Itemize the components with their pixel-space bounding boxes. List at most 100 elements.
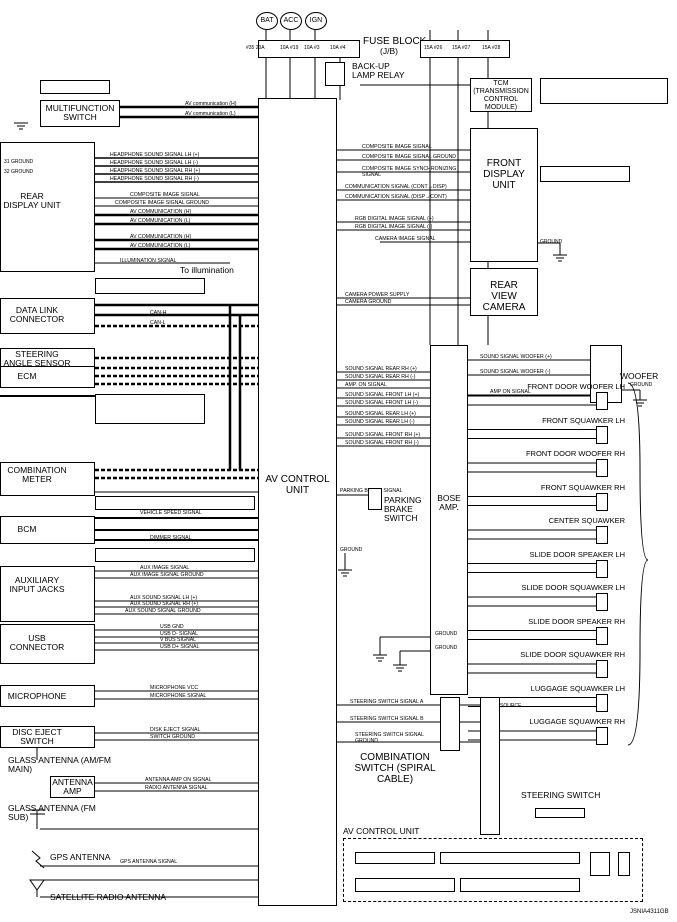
sig-front-rh-plus: SOUND SIGNAL FRONT RH (+): [345, 432, 421, 438]
microphone: [0, 685, 95, 707]
av-conn-b: [440, 852, 580, 864]
fuse-4: 10A #4: [330, 45, 346, 51]
fuse-19: 10A #19: [280, 45, 299, 51]
sig-r-composite: COMPOSITE IMAGE SIGNAL: [362, 144, 432, 150]
aux-jacks-label: AUXILIARY INPUT JACKS: [9, 575, 65, 594]
sig-steering-b: STEERING SWITCH SIGNAL B: [350, 716, 424, 722]
sig-steering-gnd: STEERING SWITCH SIGNAL GROUND: [355, 732, 424, 744]
ecm-connector: [95, 394, 205, 424]
sig-rear-rh-plus: SOUND SIGNAL REAR RH (+): [345, 366, 417, 372]
woofer-ground: GROUND: [630, 382, 653, 388]
av-control-unit-label: AV CONTROL UNIT: [265, 474, 330, 496]
sig-usb-dminus: USB D- SIGNAL: [160, 631, 199, 637]
rear-display-ground2: 32 GROUND: [4, 169, 34, 175]
sig-mic-vcc: MICROPHONE VCC: [150, 685, 199, 691]
speaker-label-10: LUGGAGE SQUAWKER RH: [529, 717, 625, 726]
satellite-radio-antenna: SATELLITE RADIO ANTENNA: [50, 892, 167, 902]
sig-amp-on: AMP. ON SIGNAL: [345, 382, 387, 388]
auxiliary-input-jacks: [0, 566, 95, 622]
front-display-unit: [470, 128, 538, 262]
speaker-label-6: SLIDE DOOR SQUAWKER LH: [521, 583, 626, 592]
data-link-connector: [0, 298, 95, 334]
acc-terminal: ACC: [280, 12, 302, 30]
sig-rear-rh-minus: SOUND SIGNAL REAR RH (-): [345, 374, 416, 380]
sig-gps-antenna: GPS ANTENNA SIGNAL: [120, 859, 178, 865]
microphone-label: MICROPHONE: [7, 691, 67, 701]
sig-av-l-2: AV COMMUNICATION (L): [130, 243, 191, 249]
glass-antenna-main: GLASS ANTENNA (AM/FM MAIN): [8, 755, 111, 774]
rear-display-connector: [95, 278, 205, 294]
fuse-block-sub: (J/B): [380, 46, 398, 56]
tcm-connector: [540, 78, 668, 104]
sig-rear-lh-plus: SOUND SIGNAL REAR LH (+): [345, 411, 416, 417]
fuse-3: 10A #3: [304, 45, 320, 51]
sig-mic-signal: MICROPHONE SIGNAL: [150, 693, 207, 699]
sig-disk-eject: DISK EJECT SIGNAL: [150, 727, 201, 733]
sig-aux-lh: AUX SOUND SIGNAL LH (+): [130, 595, 198, 601]
to-illumination: To illumination: [180, 265, 234, 275]
rear-display-unit: [0, 142, 95, 272]
av-conn-f: [618, 852, 630, 876]
speaker-label-5: SLIDE DOOR SPEAKER LH: [529, 549, 625, 559]
tcm-box: [470, 78, 532, 112]
steering-switch-label: STEERING SWITCH: [521, 790, 601, 800]
speaker-0: [596, 392, 608, 410]
sig-hp-rh-plus: HEADPHONE SOUND SIGNAL RH (+): [110, 168, 201, 174]
antenna-amp-label: ANTENNA AMP: [52, 777, 93, 796]
usb-connector: [0, 624, 95, 664]
speaker-2: [596, 459, 608, 477]
fuse-block-title: FUSE BLOCK: [363, 36, 427, 47]
front-display-label: FRONT DISPLAY UNIT: [483, 158, 525, 191]
combination-switch-label: COMBINATION SWITCH (SPIRAL CABLE): [354, 752, 436, 785]
sig-usb-gnd: USB GND: [160, 624, 184, 630]
sig-aux-image: AUX IMAGE SIGNAL: [140, 565, 190, 571]
combination-meter: [0, 462, 95, 496]
sig-aux-rh: AUX SOUND SIGNAL RH (+): [130, 601, 198, 607]
av-conn-a: [355, 852, 435, 864]
steering-switch-connector: [535, 808, 585, 818]
sig-av-l-1: AV COMMUNICATION (L): [130, 218, 191, 224]
diagram-code: JSNIA4311GB: [630, 909, 669, 915]
speaker-3: [596, 492, 608, 511]
sig-switch-gnd: SWITCH GROUND: [150, 734, 195, 740]
bose-ground-7: GROUND: [435, 631, 458, 637]
sig-comm-disp-cont: COMMUNICATION SIGNAL (DISP→CONT): [345, 194, 447, 200]
combination-switch-spiral: [440, 697, 460, 751]
sig-rgb-minus: RGB DIGITAL IMAGE SIGNAL (-): [355, 224, 433, 230]
data-link-label: DATA LINK CONNECTOR: [9, 305, 65, 324]
speaker-5: [596, 559, 608, 578]
combination-meter-connector: [95, 496, 255, 510]
antenna-amp: [50, 776, 95, 798]
speaker-label-0: FRONT DOOR WOOFER LH: [527, 382, 625, 391]
fuse-26: 15A #26: [424, 45, 443, 51]
steering-angle-label: STEERING ANGLE SENSOR: [3, 349, 71, 368]
fuse-35: #35 20A: [246, 45, 265, 51]
rear-display-ground1: 31 GROUND: [4, 159, 34, 165]
sig-r-composite-sync: COMPOSITE IMAGE SYNCHRONIZING SIGNAL: [362, 166, 457, 178]
sig-steering-a: STEERING SWITCH SIGNAL A: [350, 699, 424, 705]
multifunction-switch: [40, 100, 120, 127]
rear-view-camera: [470, 268, 538, 316]
sig-usb-dplus: USB D+ SIGNAL: [160, 644, 200, 650]
sig-av-h-1: AV COMMUNICATION (H): [130, 209, 192, 215]
combination-meter-label: COMBINATION METER: [7, 465, 67, 484]
speaker-label-7: SLIDE DOOR SPEAKER RH: [528, 616, 625, 626]
speaker-4: [596, 526, 608, 544]
ign-terminal: IGN: [305, 12, 327, 30]
sig-camera-image: CAMERA IMAGE SIGNAL: [375, 236, 436, 242]
multifunction-connector: [40, 80, 110, 94]
sig-hp-lh-plus: HEADPHONE SOUND SIGNAL LH (+): [110, 152, 200, 158]
vehicle-speed-signal: VEHICLE SPEED SIGNAL: [140, 510, 202, 516]
sig-comm-cont-disp: COMMUNICATION SIGNAL (CONT→DISP): [345, 184, 447, 190]
front-display-connector: [540, 166, 630, 182]
steering-source-label: SOURCE: [500, 703, 522, 709]
sig-camera-ground: CAMERA GROUND: [345, 299, 392, 305]
multifunction-label: MULTIFUNCTION SWITCH: [45, 103, 115, 122]
bose-ground-12: GROUND: [435, 645, 458, 651]
sig-rear-lh-minus: SOUND SIGNAL REAR LH (-): [345, 419, 415, 425]
sig-aux-image-gnd: AUX IMAGE SIGNAL GROUND: [130, 572, 204, 578]
dimmer-signal: DIMMER SIGNAL: [150, 535, 192, 541]
sig-woofer-minus: SOUND SIGNAL WOOFER (-): [480, 369, 551, 375]
speaker-label-9: LUGGAGE SQUAWKER LH: [530, 683, 625, 693]
rear-camera-label: REAR VIEW CAMERA: [482, 280, 526, 313]
